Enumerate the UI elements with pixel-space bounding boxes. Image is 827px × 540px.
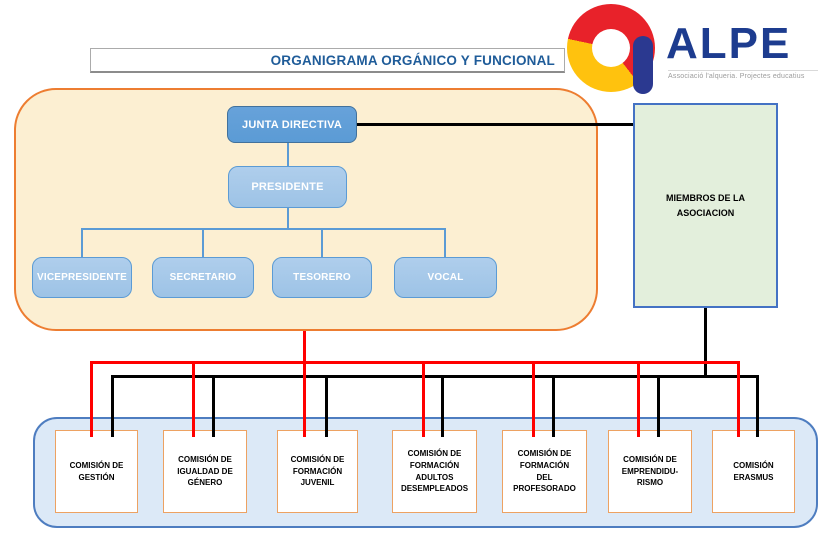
connector-officers-bus <box>81 228 446 230</box>
commission-node-gestion: COMISIÓN DE GESTIÓN <box>55 430 138 513</box>
commission-label-line: COMISIÓN DE <box>623 455 677 465</box>
commission-label-line: EMPRENDIDU- <box>621 466 679 476</box>
connector-red-drop-5 <box>532 364 535 437</box>
commission-label-line: DESEMPLEADOS <box>400 484 469 494</box>
commission-label-line: FORMACIÓN <box>292 466 343 476</box>
members-node: MIEMBROS DE LA ASOCIACION <box>633 103 778 308</box>
commission-label-line: DEL <box>536 472 553 482</box>
presidente-label: PRESIDENTE <box>251 181 324 193</box>
alpe-logo-bar-icon <box>633 36 653 94</box>
connector-red-drop-6 <box>637 364 640 437</box>
connector-drop-vocal <box>444 230 446 257</box>
commission-label-line: JUVENIL <box>300 478 335 488</box>
commission-label-line: GESTIÓN <box>78 472 115 482</box>
officer-label: VICEPRESIDENTE <box>36 272 128 283</box>
connector-presidente-branch <box>287 208 289 229</box>
commission-label-line: COMISIÓN <box>733 460 774 470</box>
officer-node-tesorero: TESORERO <box>272 257 372 298</box>
commission-label-line: FORMACIÓN <box>519 460 570 470</box>
commission-label-line: IGUALDAD DE <box>177 466 233 476</box>
officer-node-vicepresidente: VICEPRESIDENTE <box>32 257 132 298</box>
commission-node-formacion-juvenil: COMISIÓN DE FORMACIÓN JUVENIL <box>277 430 358 513</box>
officer-node-secretario: SECRETARIO <box>152 257 254 298</box>
commission-label-line: GÉNERO <box>187 478 223 488</box>
connector-black-bus <box>111 375 759 378</box>
commission-label-line: ADULTOS <box>415 472 454 482</box>
connector-black-drop-5 <box>552 378 555 437</box>
commission-node-emprendidurismo: COMISIÓN DE EMPRENDIDU- RISMO <box>608 430 692 513</box>
logo-ring-hole <box>592 29 630 67</box>
commission-label-line: COMISIÓN DE <box>178 455 232 465</box>
connector-red-drop-7 <box>737 364 740 437</box>
officer-label: TESORERO <box>293 272 351 283</box>
commission-label-line: PROFESORADO <box>513 484 576 494</box>
connector-junta-members <box>357 123 633 126</box>
connector-junta-presidente <box>287 143 289 166</box>
connector-board-feed <box>303 331 306 364</box>
connector-drop-secretario <box>202 230 204 257</box>
connector-black-drop-2 <box>212 378 215 437</box>
logo-wordmark: ALPE <box>666 19 792 68</box>
commission-label-line: COMISIÓN DE <box>407 449 462 459</box>
commission-node-erasmus: COMISIÓN ERASMUS <box>712 430 795 513</box>
connector-black-drop-7 <box>756 378 759 437</box>
connector-red-drop-2 <box>192 364 195 437</box>
officer-label: VOCAL <box>427 272 464 283</box>
presidente-node: PRESIDENTE <box>228 166 347 208</box>
officer-label: SECRETARIO <box>169 272 237 283</box>
commission-node-adultos-desempleados: COMISIÓN DE FORMACIÓN ADULTOS DESEMPLEAD… <box>392 430 477 513</box>
junta-directiva-node: JUNTA DIRECTIVA <box>227 106 357 143</box>
officer-node-vocal: VOCAL <box>394 257 497 298</box>
connector-members-feed <box>704 308 707 378</box>
commission-label-line: ERASMUS <box>733 472 774 482</box>
commission-label-line: RISMO <box>636 478 664 488</box>
commission-label-line: COMISIÓN DE <box>69 460 124 470</box>
commission-node-profesorado: COMISIÓN DE FORMACIÓN DEL PROFESORADO <box>502 430 587 513</box>
commission-node-igualdad: COMISIÓN DE IGUALDAD DE GÉNERO <box>163 430 247 513</box>
page-title: ORGANIGRAMA ORGÁNICO Y FUNCIONAL <box>270 52 555 68</box>
title-box: ORGANIGRAMA ORGÁNICO Y FUNCIONAL <box>90 48 565 73</box>
commission-label-line: FORMACIÓN <box>409 460 460 470</box>
members-label-line2: ASOCIACION <box>676 207 735 218</box>
connector-red-drop-3 <box>303 364 306 437</box>
junta-directiva-label: JUNTA DIRECTIVA <box>242 118 342 131</box>
connector-red-drop-4 <box>422 364 425 437</box>
connector-red-bus <box>90 361 740 364</box>
connector-black-drop-6 <box>657 378 660 437</box>
connector-black-drop-4 <box>441 378 444 437</box>
connector-black-drop-3 <box>325 378 328 437</box>
logo-tagline: Associació l'alqueria. Projectes educati… <box>668 70 818 80</box>
connector-red-drop-1 <box>90 364 93 437</box>
members-label-line1: MIEMBROS DE LA <box>665 193 745 204</box>
connector-drop-tesorero <box>321 230 323 257</box>
connector-drop-vicepresidente <box>81 230 83 257</box>
connector-black-drop-1 <box>111 378 114 437</box>
commission-label-line: COMISIÓN DE <box>517 449 572 459</box>
commission-label-line: COMISIÓN DE <box>290 455 345 465</box>
